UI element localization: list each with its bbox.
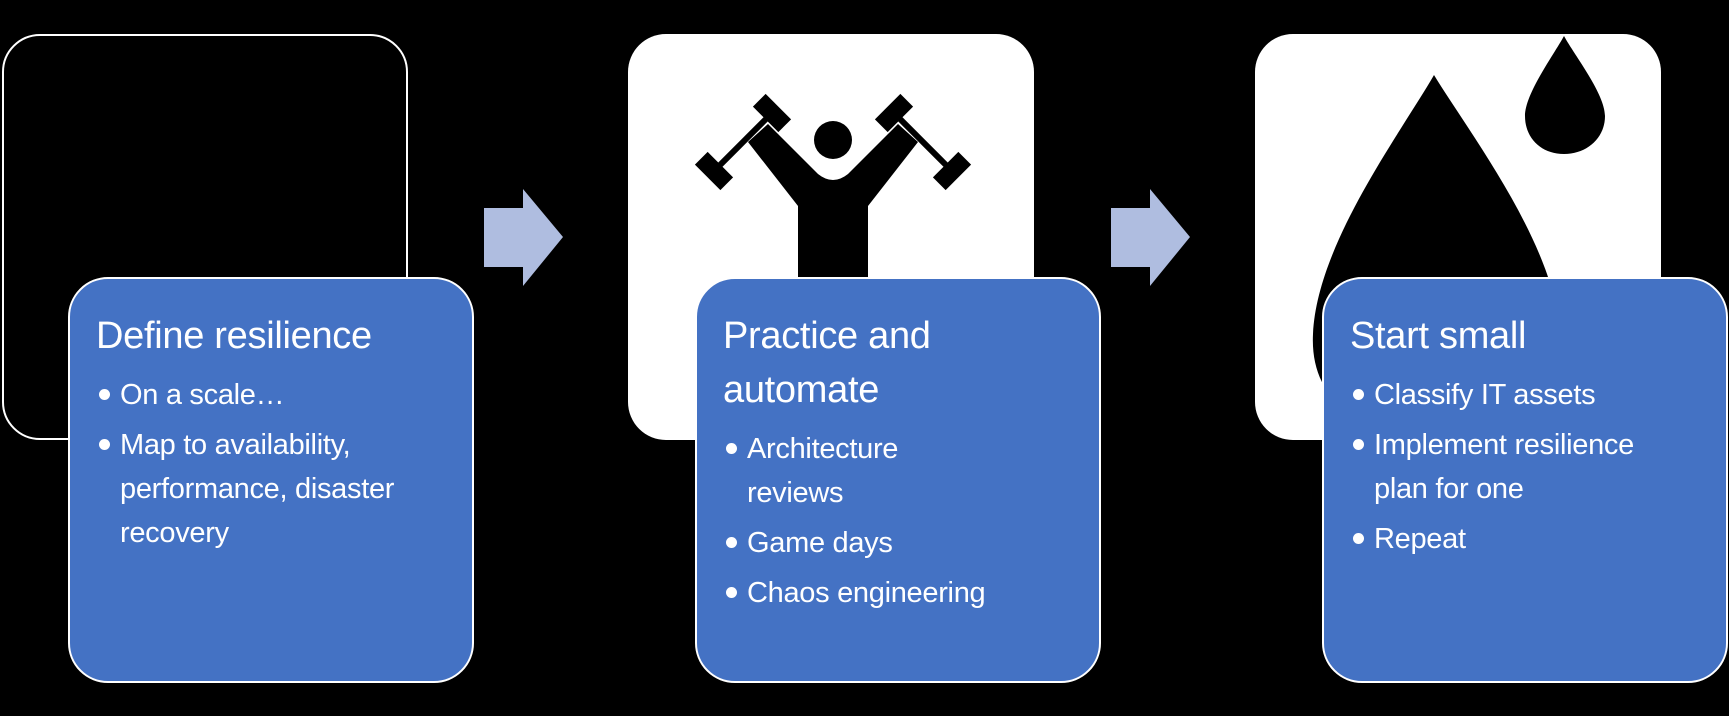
step-3-card: Start small Classify IT assets Implement…	[1322, 277, 1728, 683]
bullet-icon	[726, 537, 737, 548]
step-2-title: Practice and automate	[723, 315, 931, 411]
bullet-item: Map to availability, performance, disast…	[96, 423, 452, 555]
step-3-title: Start small	[1350, 315, 1527, 357]
bullet-item: Game days	[723, 521, 1079, 565]
bullet-icon	[1353, 439, 1364, 450]
step-1-title: Define resilience	[96, 315, 372, 357]
bullet-icon	[99, 439, 110, 450]
bullet-icon	[1353, 389, 1364, 400]
weightlifter-icon	[694, 93, 972, 284]
step-2-bullets: Architecture reviews Game days Chaos eng…	[723, 427, 1079, 615]
bullet-item: On a scale…	[96, 373, 452, 417]
arrow-right-icon	[1111, 189, 1190, 286]
step-2-card: Practice and automate Architecture revie…	[695, 277, 1101, 683]
bullet-icon	[99, 389, 110, 400]
bullet-icon	[1353, 533, 1364, 544]
bullet-icon	[726, 587, 737, 598]
step-3-bullets: Classify IT assets Implement resilience …	[1350, 373, 1706, 561]
bullet-item: Implement resilience plan for one	[1350, 423, 1674, 511]
bullet-item: Chaos engineering	[723, 571, 1079, 615]
step-1-bullets: On a scale… Map to availability, perform…	[96, 373, 452, 555]
step-1-card: Define resilience On a scale… Map to ava…	[68, 277, 474, 683]
arrow-right-icon	[484, 189, 563, 286]
bullet-icon	[726, 443, 737, 454]
bullet-item: Architecture reviews	[723, 427, 977, 515]
bullet-item: Repeat	[1350, 517, 1706, 561]
bullet-item: Classify IT assets	[1350, 373, 1706, 417]
